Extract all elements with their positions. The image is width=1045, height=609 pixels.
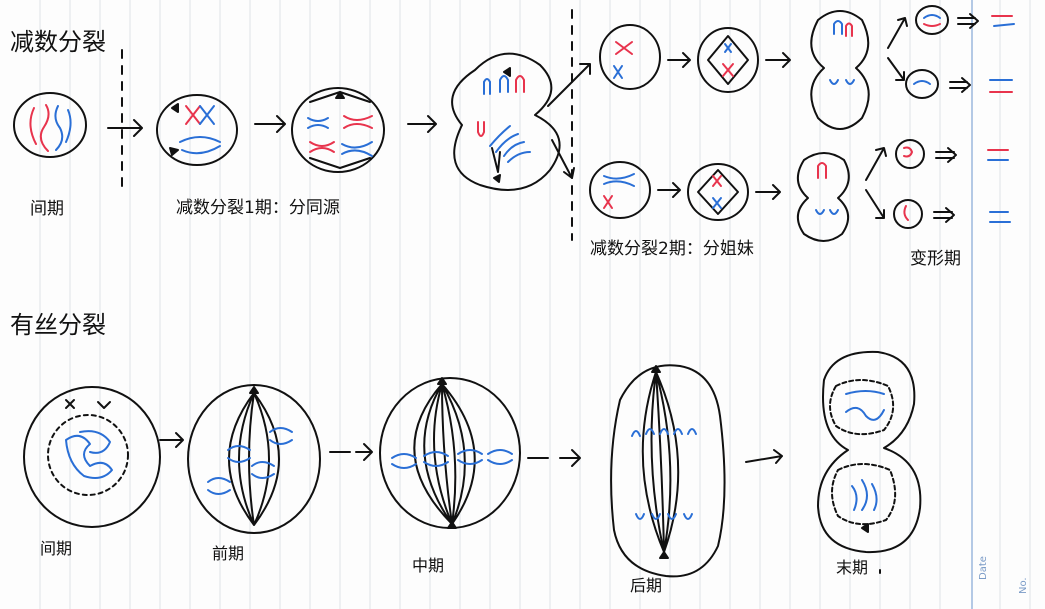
arrow — [667, 52, 691, 68]
mitosis-anaphase-label: 后期 — [630, 576, 663, 595]
mitosis-prophase-cell — [187, 384, 321, 534]
ruled-lines — [39, 0, 1031, 609]
mitosis-prophase-label: 前期 — [212, 544, 245, 563]
arrow — [527, 449, 581, 467]
meiosis-interphase-cell — [13, 92, 87, 158]
arrow — [887, 57, 905, 81]
arrow — [865, 189, 885, 219]
deformation-label: 变形期 — [910, 249, 961, 269]
meiosis-upper-anaphase2-cell — [810, 10, 870, 130]
mitosis-anaphase-cell — [610, 364, 726, 578]
meiosis-result-1 — [991, 15, 1015, 27]
arrow — [949, 77, 971, 93]
mitosis-title: 有丝分裂 — [10, 311, 106, 339]
mitosis-telophase-label: 末期 — [836, 558, 869, 577]
meiosis-gamete-2 — [905, 69, 939, 99]
mitosis-telophase-cell — [817, 350, 922, 554]
notebook-date-label: Date — [978, 556, 989, 580]
meiosis-gamete-3 — [895, 139, 925, 169]
meiosis-lower-anaphase2-cell — [797, 152, 850, 242]
meiosis2-label: 减数分裂2期：分姐妹 — [590, 239, 754, 259]
meiosis-gamete-1 — [915, 5, 949, 35]
meiosis-upper-prophase2-cell — [599, 24, 661, 90]
arrow — [935, 147, 957, 163]
arrow — [933, 207, 955, 223]
meiosis-anaphase1-cell — [451, 52, 561, 191]
arrow — [407, 115, 437, 133]
meiosis-gamete-4 — [893, 199, 923, 229]
meiosis-interphase-label: 间期 — [30, 199, 64, 219]
meiosis-lower-prophase2-cell — [589, 161, 651, 219]
meiosis-result-2 — [989, 79, 1013, 93]
meiosis-prophase1-cell — [156, 94, 238, 166]
arrow — [765, 52, 791, 68]
notebook-no-label: No. — [1018, 577, 1029, 594]
arrow — [159, 432, 184, 448]
meiosis-result-4 — [989, 211, 1011, 223]
mitosis-metaphase-cell — [379, 377, 521, 529]
arrow — [745, 449, 783, 464]
arrow — [957, 13, 979, 29]
arrow — [657, 182, 681, 198]
arrow — [329, 443, 373, 461]
arrow — [254, 115, 286, 133]
meiosis-result-3 — [987, 149, 1009, 161]
meiosis1-label: 减数分裂1期：分同源 — [176, 198, 340, 218]
arrow — [551, 139, 575, 179]
meiosis-metaphase1-cell — [291, 87, 385, 173]
arrow — [107, 119, 143, 137]
meiosis-lower-metaphase2-cell — [687, 163, 749, 221]
mitosis-interphase-cell — [23, 386, 161, 528]
meiosis-title: 减数分裂 — [10, 28, 106, 56]
mitosis-metaphase-label: 中期 — [412, 556, 445, 575]
mitosis-interphase-label: 间期 — [40, 539, 73, 558]
arrow — [865, 147, 887, 181]
meiosis-upper-metaphase2-cell — [697, 27, 759, 93]
arrow — [755, 184, 781, 200]
arrow — [887, 17, 908, 49]
arrow — [547, 63, 591, 107]
